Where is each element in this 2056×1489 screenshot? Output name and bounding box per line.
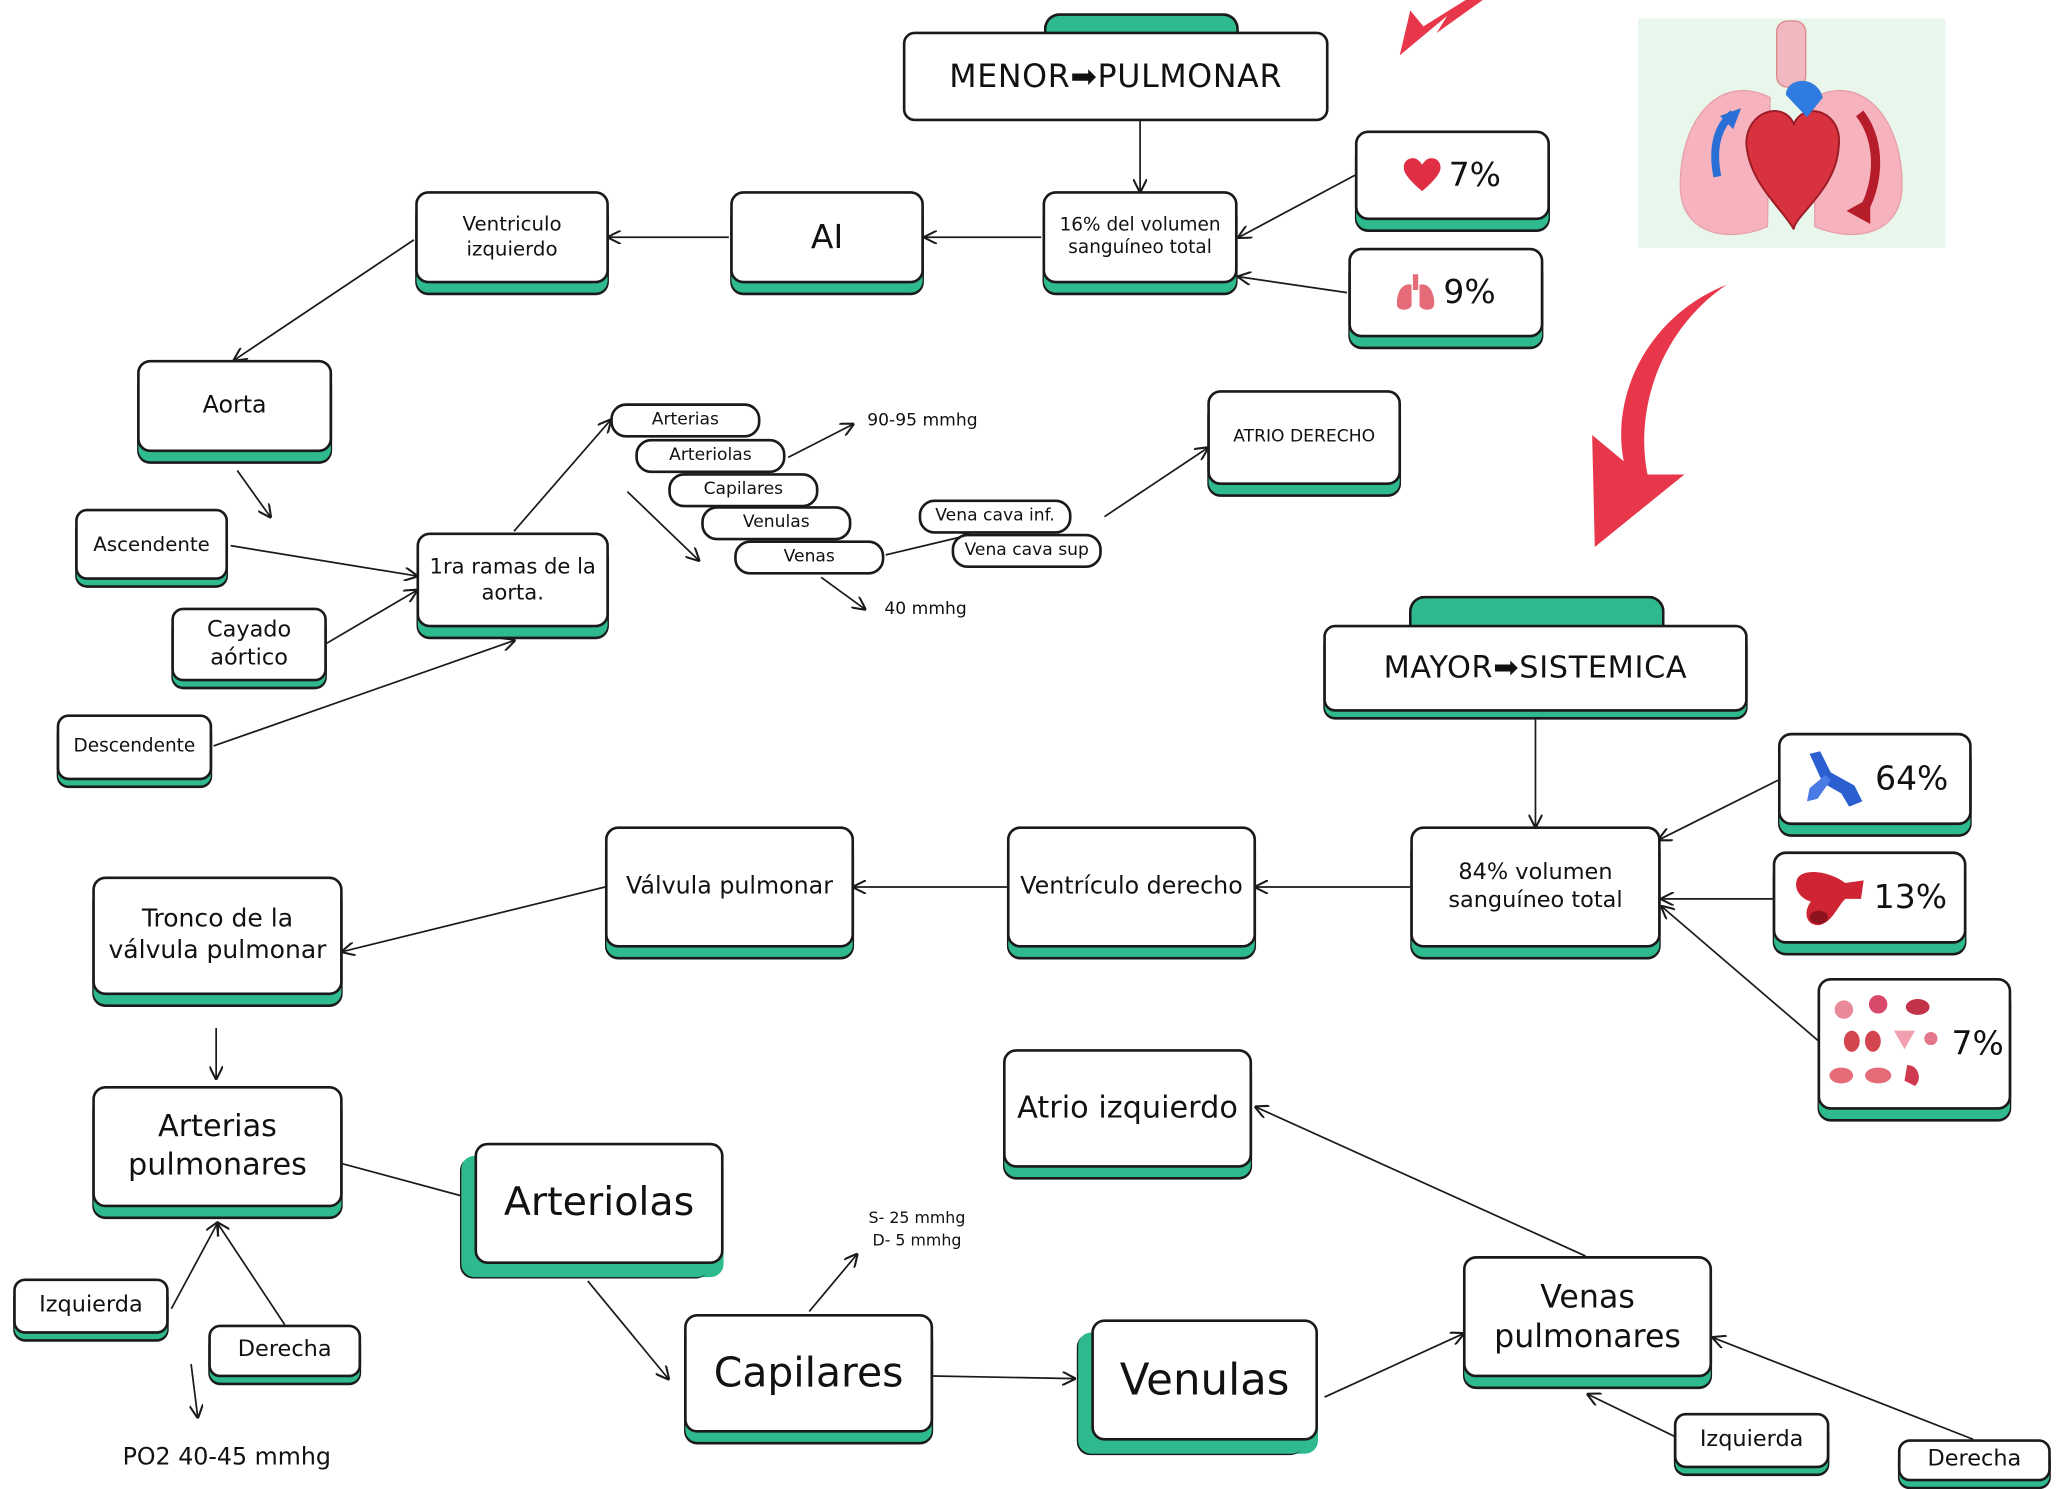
pill-arterias-label: Arterias: [651, 409, 719, 430]
node-arterias-pulmonares: Arterias pulmonares: [92, 1086, 343, 1208]
node-capilares: Capilares: [684, 1314, 934, 1433]
pressure-capilar-s: S- 25 mmhg: [868, 1208, 966, 1228]
pressure-venosa: 40 mmhg: [884, 599, 967, 620]
node-derecha-2: Derecha: [1897, 1439, 2051, 1482]
illustration-caption: [1555, 0, 2016, 3]
stat-organs-value: 7%: [1951, 1024, 2004, 1063]
node-cayado-aortico: Cayado aórtico: [171, 607, 327, 682]
heart-icon: [1403, 158, 1441, 192]
red-arrow-top: [1399, 0, 1483, 56]
pill-vena-cava-sup: Vena cava sup: [951, 533, 1102, 569]
node-izquierda-2-label: Izquierda: [1699, 1426, 1804, 1453]
lungs-icon: [1397, 274, 1435, 310]
node-cayado-label: Cayado aórtico: [206, 616, 292, 671]
node-izquierda-2: Izquierda: [1673, 1412, 1830, 1469]
node-venulas-label: Venulas: [1119, 1354, 1290, 1406]
node-valvula-pulmonar-label: Válvula pulmonar: [626, 872, 833, 900]
node-derecha-1: Derecha: [208, 1324, 362, 1378]
pill-venas: Venas: [734, 540, 885, 575]
vein-icon: [1806, 751, 1862, 807]
node-aorta-label: Aorta: [202, 391, 267, 419]
stat-heart-value: 7%: [1448, 156, 1501, 195]
node-atrio-derecho: ATRIO DERECHO: [1207, 390, 1402, 486]
pill-arteriolas-label: Arteriolas: [669, 445, 752, 466]
node-derecha-1-label: Derecha: [237, 1336, 332, 1364]
node-ramas-aorta: 1ra ramas de la aorta.: [416, 532, 609, 628]
node-derecha-2-label: Derecha: [1927, 1446, 2022, 1473]
artery-icon: [1795, 872, 1864, 926]
node-izquierda-1-label: Izquierda: [39, 1292, 143, 1319]
node-ai: AI: [730, 191, 924, 284]
pill-venulas: Venulas: [701, 506, 852, 541]
pill-vena-cava-inf-label: Vena cava inf.: [935, 505, 1055, 526]
node-capilares-label: Capilares: [713, 1349, 904, 1397]
pill-arterias: Arterias: [610, 403, 761, 438]
organs-icon: [1828, 995, 1938, 1087]
stat-arteries: 13%: [1772, 851, 1967, 944]
node-ventriculo-izquierdo-label: Ventriculo izquierdo: [462, 212, 562, 261]
stat-veins: 64%: [1777, 732, 1972, 826]
pill-vena-cava-inf: Vena cava inf.: [918, 499, 1072, 534]
node-valvula-pulmonar: Válvula pulmonar: [604, 826, 855, 948]
node-ventriculo-derecho-label: Ventrículo derecho: [1020, 872, 1243, 900]
node-arterias-pulmonares-label: Arterias pulmonares: [127, 1110, 307, 1183]
stat-lungs: 9%: [1348, 247, 1544, 338]
stat-lungs-value: 9%: [1443, 273, 1496, 312]
pill-capilares: Capilares: [668, 473, 819, 508]
pill-vena-cava-sup-label: Vena cava sup: [964, 540, 1089, 560]
stat-arteries-value: 13%: [1873, 878, 1948, 917]
title-menor-text: MENOR➡PULMONAR: [949, 57, 1283, 95]
red-arrow-curve: [1592, 284, 1727, 547]
stat-veins-value: 64%: [1875, 759, 1949, 798]
node-ventriculo-derecho: Ventrículo derecho: [1006, 826, 1257, 948]
node-descendente: Descendente: [56, 714, 213, 781]
node-ascendente: Ascendente: [75, 508, 229, 580]
node-venas-pulmonares-label: Venas pulmonares: [1494, 1278, 1681, 1355]
title-menor-pulmonar: MENOR➡PULMONAR: [902, 31, 1329, 122]
heart-lungs-illustration: [1638, 18, 1946, 248]
node-descendente-label: Descendente: [73, 735, 196, 757]
node-ventriculo-izquierdo: Ventriculo izquierdo: [415, 191, 609, 284]
title-mayor-text: MAYOR➡SISTEMICA: [1383, 650, 1688, 685]
pressure-capilar-d: D- 5 mmhg: [872, 1231, 962, 1250]
node-ramas-label: 1ra ramas de la aorta.: [429, 553, 596, 605]
node-venulas: Venulas: [1091, 1319, 1318, 1441]
node-atrio-izquierdo: Atrio izquierdo: [1002, 1049, 1253, 1168]
node-ascendente-label: Ascendente: [93, 531, 210, 556]
node-tronco: Tronco de la válvula pulmonar: [92, 876, 343, 996]
node-aorta: Aorta: [137, 359, 333, 453]
node-atrio-izquierdo-label: Atrio izquierdo: [1017, 1090, 1238, 1126]
pill-venulas-label: Venulas: [742, 512, 810, 533]
node-venas-pulmonares: Venas pulmonares: [1462, 1256, 1713, 1378]
node-atrio-derecho-label: ATRIO DERECHO: [1233, 426, 1376, 447]
node-arteriolas: Arteriolas: [474, 1142, 724, 1264]
node-84-percent-label: 84% volumen sanguíneo total: [1448, 859, 1623, 914]
header-tab-mayor: [1408, 595, 1665, 631]
pressure-arterial: 90-95 mmhg: [867, 411, 978, 431]
pill-capilares-label: Capilares: [703, 479, 784, 500]
node-ai-label: AI: [810, 217, 844, 257]
po2-label: PO2 40-45 mmhg: [122, 1443, 331, 1471]
node-arteriolas-label: Arteriolas: [503, 1179, 695, 1227]
node-tronco-label: Tronco de la válvula pulmonar: [108, 904, 327, 965]
node-16-percent-label: 16% del volumen sanguíneo total: [1059, 214, 1221, 259]
title-mayor-sistemica: MAYOR➡SISTEMICA: [1323, 624, 1748, 712]
pill-venas-label: Venas: [783, 546, 835, 567]
stat-heart: 7%: [1354, 130, 1550, 221]
pill-arteriolas: Arteriolas: [635, 438, 786, 474]
node-16-percent: 16% del volumen sanguíneo total: [1042, 191, 1238, 284]
node-84-percent: 84% volumen sanguíneo total: [1410, 826, 1661, 948]
stat-organs: 7%: [1817, 977, 2012, 1110]
node-izquierda-1: Izquierda: [13, 1278, 169, 1334]
